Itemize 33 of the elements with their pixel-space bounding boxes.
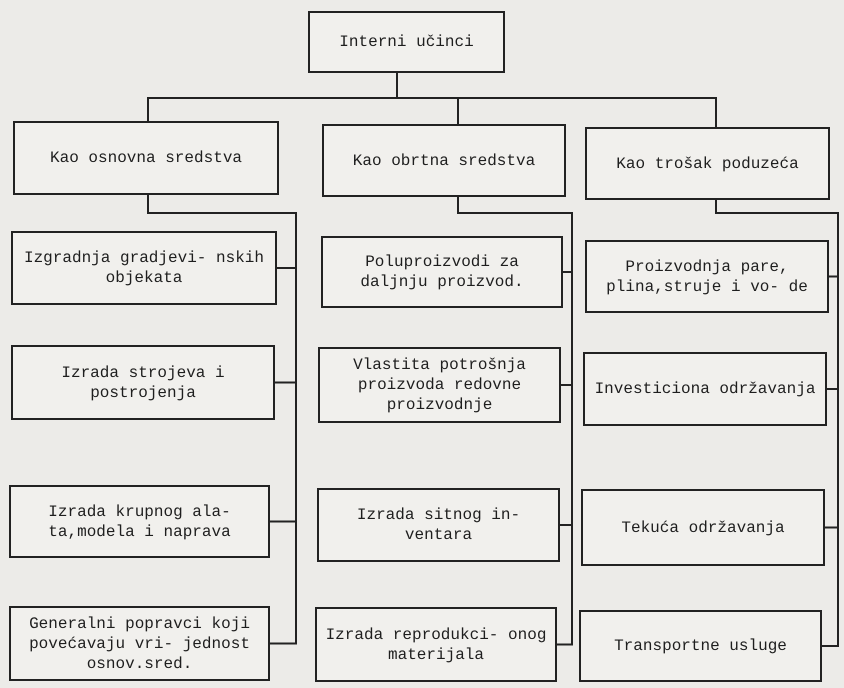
process-box bbox=[318, 347, 561, 423]
box-label: Kao trošak poduzeća bbox=[616, 154, 799, 174]
process-box bbox=[583, 352, 827, 426]
box-label: Izrada strojeva i postrojenja bbox=[60, 362, 226, 402]
box-label: Generalni popravci koji povećavaju vri- jednost osnov.sred. bbox=[28, 614, 251, 674]
process-box bbox=[315, 607, 557, 682]
process-box bbox=[11, 345, 275, 420]
process-box bbox=[9, 485, 270, 558]
box-label: Kao osnovna sredstva bbox=[50, 148, 242, 168]
process-box bbox=[581, 489, 825, 566]
box-label: Transportne usluge bbox=[614, 636, 787, 656]
box-label: Izrada reprodukci- onog materijala bbox=[325, 624, 547, 664]
process-box bbox=[9, 606, 270, 681]
process-box bbox=[585, 240, 829, 313]
process-box bbox=[322, 124, 566, 197]
box-label: Proizvodnja pare, plina,struje i vo- de bbox=[605, 256, 809, 296]
process-box bbox=[317, 488, 560, 562]
box-label: Investiciona održavanja bbox=[594, 379, 816, 399]
process-box bbox=[308, 11, 505, 73]
box-label: Kao obrtna sredstva bbox=[352, 150, 536, 170]
process-box bbox=[579, 610, 822, 682]
process-box bbox=[13, 121, 279, 195]
box-label: Izgradnja gradjevi- nskih objekata bbox=[22, 248, 266, 288]
box-label: Tekuća održavanja bbox=[621, 518, 785, 538]
box-label: Vlastita potrošnja proizvoda redovne proizvodnje bbox=[352, 355, 527, 415]
box-label: Izrada sitnog in- ventara bbox=[356, 505, 522, 545]
connector-line bbox=[396, 73, 717, 127]
process-box bbox=[585, 127, 830, 200]
process-box bbox=[11, 231, 277, 305]
process-box bbox=[321, 236, 563, 308]
box-label: Interni učinci bbox=[339, 32, 474, 52]
box-label: Poluproizvodi za daljnju proizvod. bbox=[359, 252, 525, 292]
box-label: Izrada krupnog ala- ta,modela i naprava bbox=[47, 502, 232, 542]
